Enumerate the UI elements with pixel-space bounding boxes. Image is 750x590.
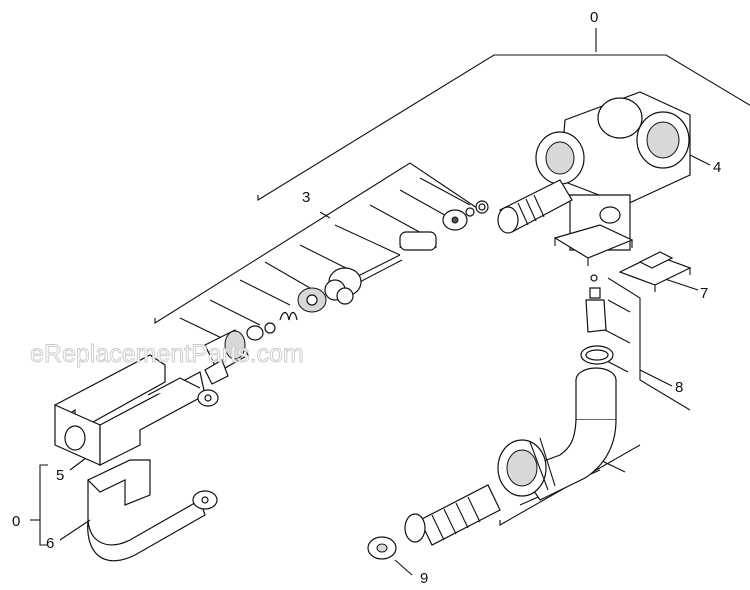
- watermark-text: eReplacementParts.com: [30, 340, 304, 368]
- callout-item-8: 8: [675, 379, 683, 396]
- filter-cartridge: [367, 484, 501, 560]
- small-parts-item-8: [580, 274, 614, 365]
- bracket-item-5: [54, 354, 219, 466]
- callout-item-7: 7: [700, 285, 708, 302]
- callout-left-assembly: 0: [12, 513, 20, 530]
- callout-item-6: 6: [46, 535, 54, 552]
- elbow-fitting: [497, 367, 617, 501]
- pump-head-item-4: [497, 91, 691, 266]
- clip-item-7: [618, 251, 692, 292]
- bracket-item-6: [86, 459, 218, 562]
- callout-item-9: 9: [420, 570, 428, 587]
- callout-item-5: 5: [56, 467, 64, 484]
- callout-item-3: 3: [302, 189, 310, 206]
- valve-parts-item-3: [204, 200, 489, 385]
- callout-top-assembly: 0: [590, 9, 598, 26]
- callout-item-4: 4: [713, 159, 721, 176]
